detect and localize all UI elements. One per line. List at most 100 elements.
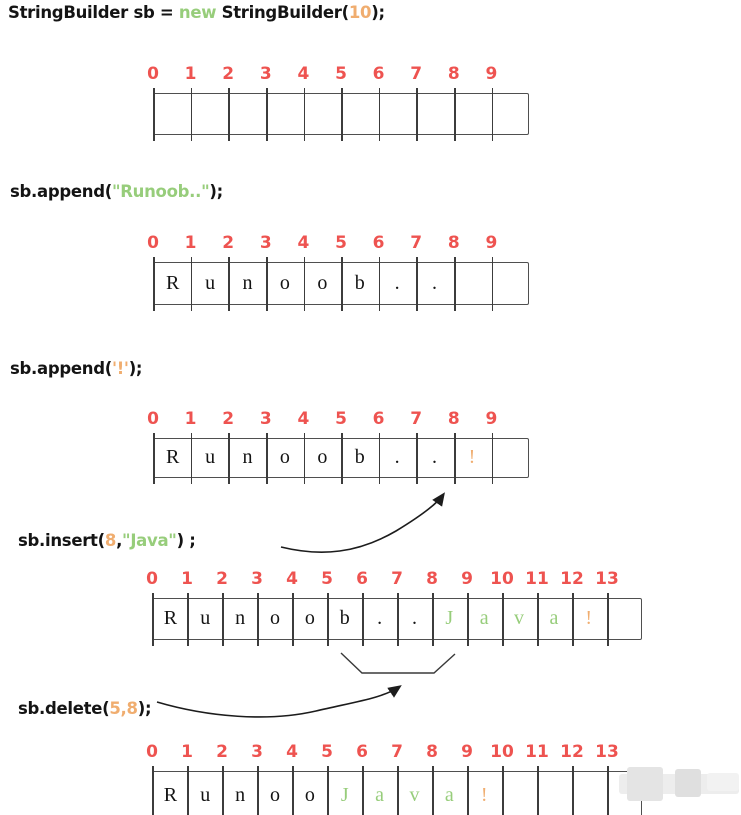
array-cell: b xyxy=(354,446,365,468)
array-cell: . xyxy=(394,446,400,468)
index-label: 9 xyxy=(485,409,498,429)
array-cell: u xyxy=(205,272,216,294)
index-label: 4 xyxy=(286,742,298,762)
array-cell xyxy=(453,94,490,134)
cell-divider xyxy=(467,765,469,815)
cell-divider xyxy=(491,87,494,141)
cell-divider xyxy=(190,432,193,484)
array-cell: . xyxy=(394,272,400,294)
cell-divider xyxy=(491,256,494,311)
code-segment: "Java" xyxy=(122,531,177,550)
code-line-delete-5-8: sb.delete(5,8); xyxy=(18,699,152,718)
array-cell: b xyxy=(339,607,350,629)
code-segment: StringBuilder sb = xyxy=(8,3,179,22)
index-label: 11 xyxy=(525,742,549,762)
array-cell xyxy=(536,772,571,815)
code-segment: sb.append( xyxy=(10,182,112,201)
array-cell: J xyxy=(340,784,349,806)
index-label: 8 xyxy=(426,569,438,589)
code-segment: '!' xyxy=(111,359,129,378)
index-label: 7 xyxy=(410,64,423,84)
index-label: 5 xyxy=(335,233,347,253)
cell-divider xyxy=(228,87,230,141)
index-label: 13 xyxy=(595,569,619,589)
array-cell: . xyxy=(432,272,438,294)
cell-divider xyxy=(228,432,230,484)
cell-divider xyxy=(572,765,574,815)
index-label: 0 xyxy=(146,742,158,762)
cell-divider xyxy=(266,432,268,484)
index-label: 9 xyxy=(461,569,473,589)
array-cell xyxy=(606,599,641,639)
array-cell: . xyxy=(432,446,438,468)
code-line-append-runoob: sb.append("Runoob.."); xyxy=(10,182,223,201)
cell-divider xyxy=(416,256,418,311)
index-label: 11 xyxy=(525,569,549,589)
cell-divider xyxy=(416,432,418,484)
index-label: 0 xyxy=(146,569,158,589)
index-label: 8 xyxy=(447,233,460,253)
index-label: 4 xyxy=(297,64,310,84)
cell-divider xyxy=(152,765,154,815)
index-label: 1 xyxy=(181,742,193,762)
cell-divider xyxy=(266,87,268,141)
cell-divider xyxy=(222,592,224,646)
index-label: 8 xyxy=(426,742,438,762)
array-cell xyxy=(502,772,537,815)
index-label: 1 xyxy=(184,409,197,429)
array-cell: R xyxy=(163,607,178,629)
cell-divider xyxy=(257,765,259,815)
array-cell xyxy=(453,263,490,304)
index-label: 4 xyxy=(286,569,298,589)
index-label: 3 xyxy=(251,742,263,762)
array-cell: o xyxy=(270,784,280,806)
array-cell: b xyxy=(354,272,365,294)
index-label: 3 xyxy=(259,64,272,84)
array-cell: o xyxy=(304,607,315,629)
array-cell xyxy=(378,94,415,134)
cell-divider xyxy=(292,592,294,646)
index-label: 5 xyxy=(335,64,347,84)
index-label: 0 xyxy=(147,409,159,429)
array-cell: o xyxy=(317,446,328,468)
cell-divider xyxy=(362,765,364,815)
code-line-append-exclamation: sb.append('!'); xyxy=(10,359,143,378)
array-cell: o xyxy=(317,272,328,294)
cell-divider xyxy=(228,256,230,311)
index-label: 2 xyxy=(216,569,228,589)
index-label: 5 xyxy=(335,409,347,429)
index-label: 1 xyxy=(181,569,193,589)
cell-divider xyxy=(303,256,306,311)
cell-divider xyxy=(222,765,224,815)
index-label: 3 xyxy=(259,409,272,429)
index-label: 9 xyxy=(485,233,498,253)
array-cell xyxy=(191,94,228,134)
index-label: 1 xyxy=(184,233,197,253)
index-label: 10 xyxy=(490,569,514,589)
index-label: 6 xyxy=(372,233,385,253)
cell-divider xyxy=(491,432,494,484)
array-cell: n xyxy=(242,446,253,468)
cell-divider xyxy=(362,592,364,646)
array-cell: u xyxy=(200,784,211,806)
cell-divider xyxy=(537,592,539,646)
code-segment: 8 xyxy=(104,531,117,550)
array-cell: n xyxy=(235,784,246,806)
code-segment: StringBuilder( xyxy=(216,3,350,22)
delete-range-arrow xyxy=(156,685,402,718)
array-cell: R xyxy=(163,784,178,806)
array-cell xyxy=(416,94,453,134)
index-label: 2 xyxy=(222,64,235,84)
cell-divider xyxy=(432,592,434,646)
array-cell: v xyxy=(409,784,420,806)
cell-divider xyxy=(454,432,456,484)
index-label: 5 xyxy=(321,569,333,589)
cell-divider xyxy=(190,256,193,311)
